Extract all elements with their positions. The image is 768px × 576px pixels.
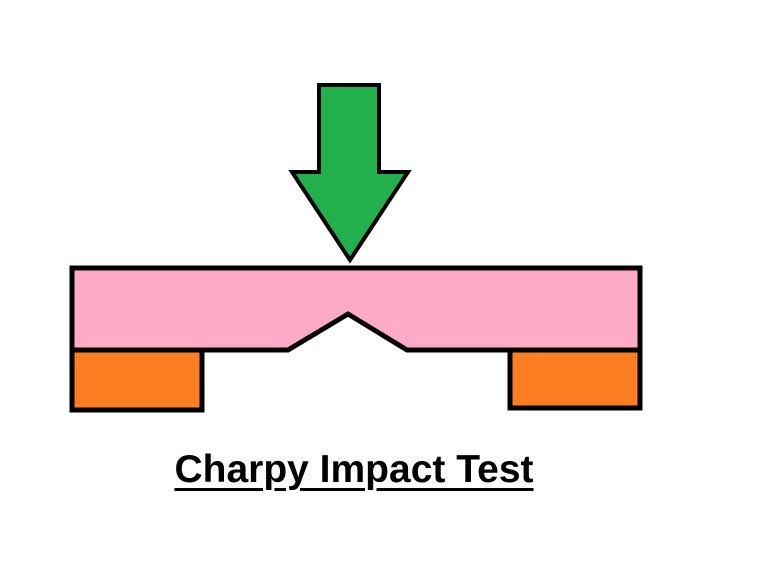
notched-specimen — [69, 265, 643, 353]
left-support — [69, 347, 205, 413]
diagram-caption: Charpy Impact Test — [174, 448, 534, 491]
arrow-down-icon — [288, 83, 412, 264]
right-support — [507, 347, 643, 411]
